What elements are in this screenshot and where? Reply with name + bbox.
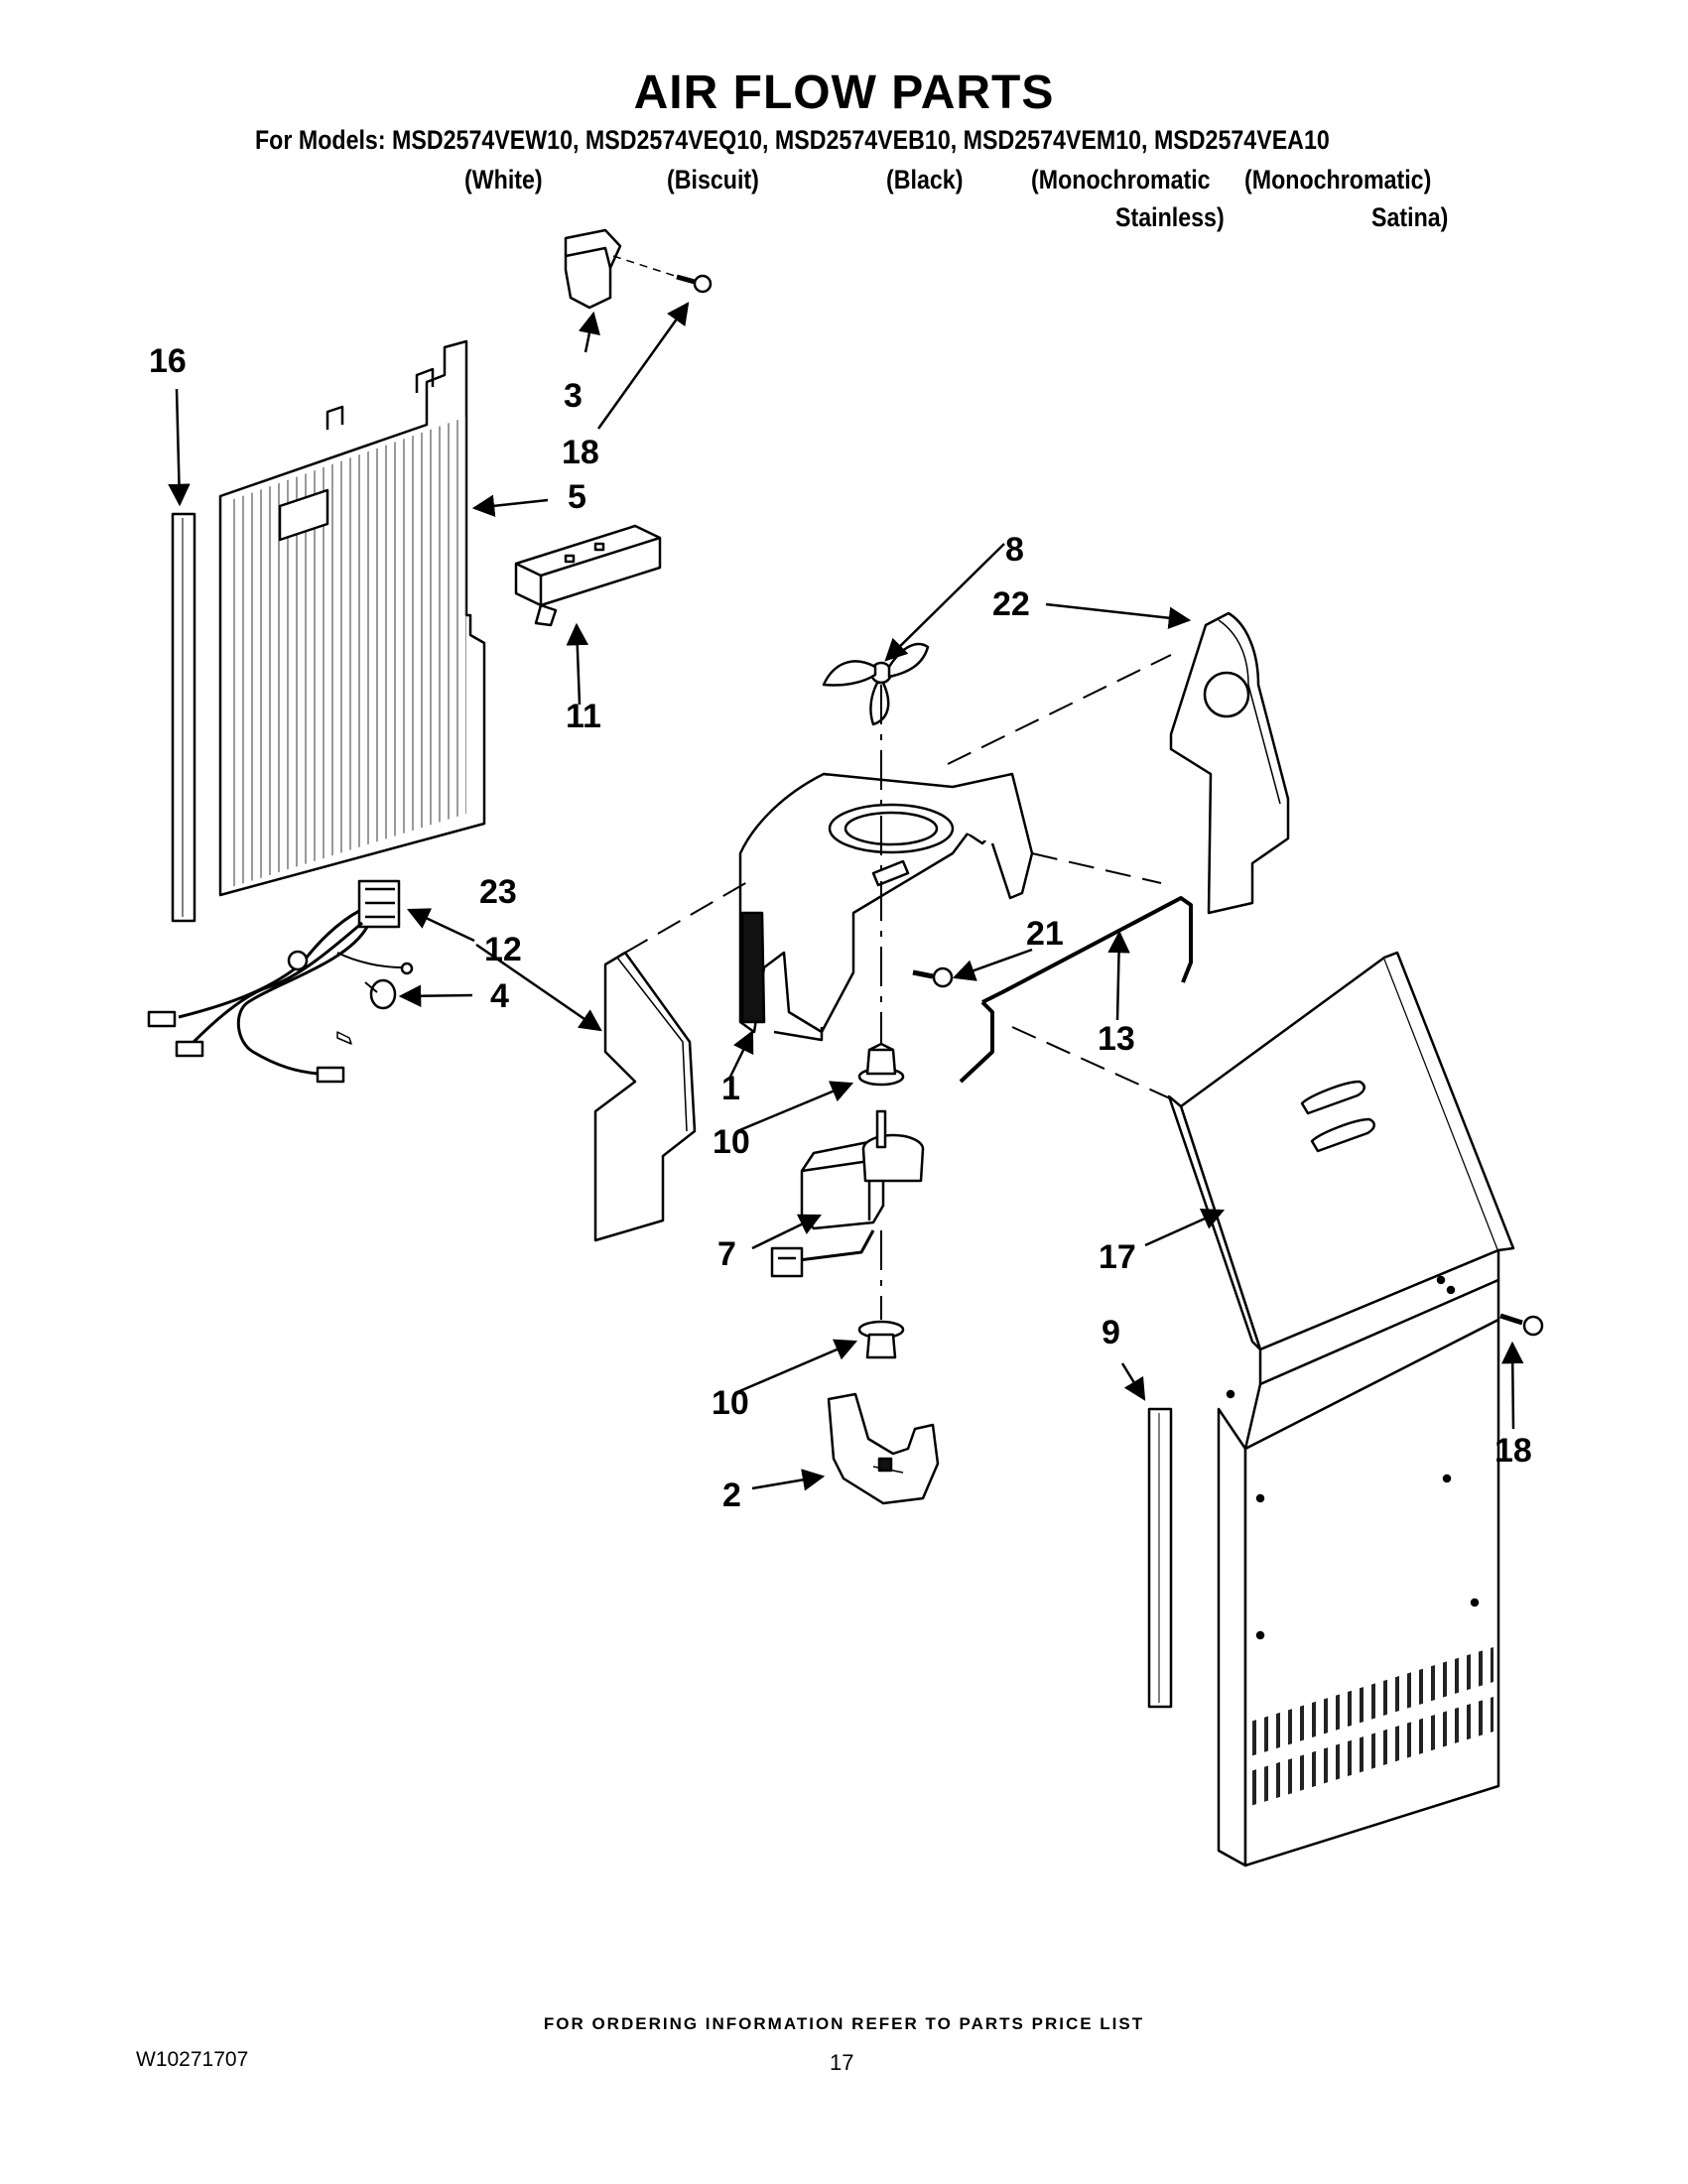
leader-arrows [168, 302, 1524, 1491]
document-number: W10271707 [136, 2048, 249, 2071]
part-2-motor-bracket [827, 1392, 940, 1505]
part-10-grommet-top [857, 1042, 905, 1087]
variant-mono-satina-line1: (Monochromatic) [1244, 165, 1432, 194]
part-23-baffle-left [593, 951, 697, 1242]
ordering-info-note: FOR ORDERING INFORMATION REFER TO PARTS … [543, 2014, 1145, 2033]
part-1-fan-shroud [738, 772, 1034, 1042]
callout-8: 8 [1005, 531, 1024, 569]
variant-black: (Black) [886, 165, 964, 194]
models-line: For Models: MSD2574VEW10, MSD2574VEQ10, … [255, 125, 1330, 155]
part-13-wire-hanger [959, 896, 1193, 1084]
variant-white: (White) [464, 165, 543, 194]
callout-4: 4 [490, 977, 509, 1015]
callout-16: 16 [149, 342, 187, 380]
variant-mono-satina-line2: Satina) [1371, 202, 1449, 232]
part-17-duct-cover [1167, 951, 1515, 1867]
part-5-evaporator-cover [218, 339, 486, 897]
callout-5: 5 [568, 478, 586, 516]
callout-9: 9 [1102, 1314, 1120, 1351]
part-12-wire-harness [147, 879, 414, 1084]
part-9-seal-strip [1147, 1407, 1173, 1709]
part-18-screw-top [612, 255, 713, 294]
part-3-bracket [564, 228, 622, 310]
callout-2: 2 [722, 1477, 741, 1514]
callout-1: 1 [721, 1070, 740, 1107]
part-10-grommet-bottom [857, 1320, 905, 1359]
callout-7: 7 [717, 1235, 736, 1273]
part-8-fan-blade [822, 642, 930, 726]
part-11-bracket [514, 524, 662, 627]
part-18-screw-right [1499, 1313, 1544, 1337]
callout-11: 11 [566, 698, 601, 735]
callout-labels: 16 3 18 5 11 8 22 23 12 4 21 13 1 10 7 1… [149, 342, 1532, 1514]
callout-10-top: 10 [713, 1123, 750, 1161]
variant-mono-stainless-line1: (Monochromatic [1031, 165, 1211, 194]
part-4-thermistor [336, 978, 397, 1045]
callout-13: 13 [1098, 1020, 1135, 1058]
variant-biscuit: (Biscuit) [667, 165, 759, 194]
part-7-motor [770, 1109, 925, 1278]
part-16-seal-strip [171, 512, 196, 923]
page-number: 17 [830, 2050, 854, 2075]
part-21-screw [912, 966, 954, 988]
callout-23: 23 [479, 873, 517, 911]
callout-3: 3 [564, 377, 583, 415]
part-22-baffle-right [1169, 611, 1290, 915]
page-title: AIR FLOW PARTS [633, 66, 1055, 119]
callout-17: 17 [1099, 1238, 1136, 1276]
callout-21: 21 [1026, 915, 1064, 953]
callout-10-bottom: 10 [712, 1384, 749, 1422]
alignment-lines [624, 654, 1182, 1320]
callout-18-right: 18 [1494, 1432, 1532, 1470]
variant-mono-stainless-line2: Stainless) [1115, 202, 1225, 232]
callout-18-top: 18 [562, 434, 599, 471]
callout-22: 22 [992, 585, 1030, 623]
callout-12: 12 [484, 931, 522, 968]
